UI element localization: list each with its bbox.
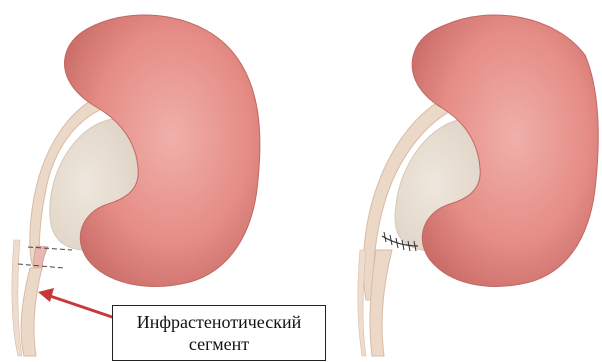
left-lower-ureter [21, 268, 42, 356]
right-kidney-panel [358, 15, 598, 356]
infrastenotic-segment-label: Инфрастенотический сегмент [112, 305, 326, 361]
left-thin-ureter [12, 240, 22, 356]
label-line-2: сегмент [189, 333, 249, 355]
annotation-arrow-shaft [50, 296, 115, 318]
annotation-arrow-head [38, 288, 54, 302]
label-line-1: Инфрастенотический [137, 311, 302, 333]
right-thin-ureter [358, 250, 366, 356]
